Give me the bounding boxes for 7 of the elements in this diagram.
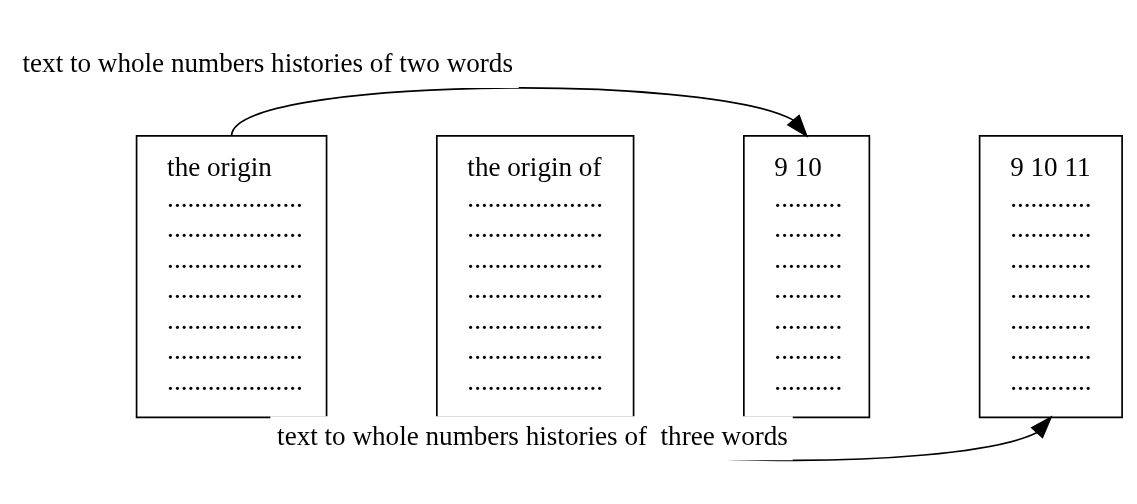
edge-label: text to whole numbers histories of three words bbox=[277, 420, 788, 451]
arrow bbox=[230, 86, 809, 138]
node-box: the origin of .................... .................... .................... .................... .................... .................... .................... bbox=[435, 134, 635, 418]
edge-label: text to whole numbers histories of two words bbox=[22, 47, 513, 78]
node-box: 9 10 11 ............ ............ ............ ............ ............ ............ ............ bbox=[978, 134, 1123, 418]
node-box: 9 10 .......... .......... .......... .......... .......... .......... .......... bbox=[743, 134, 871, 418]
node-box: the origin .................... .................... .................... .................... .................... .................... .................... bbox=[135, 134, 328, 418]
